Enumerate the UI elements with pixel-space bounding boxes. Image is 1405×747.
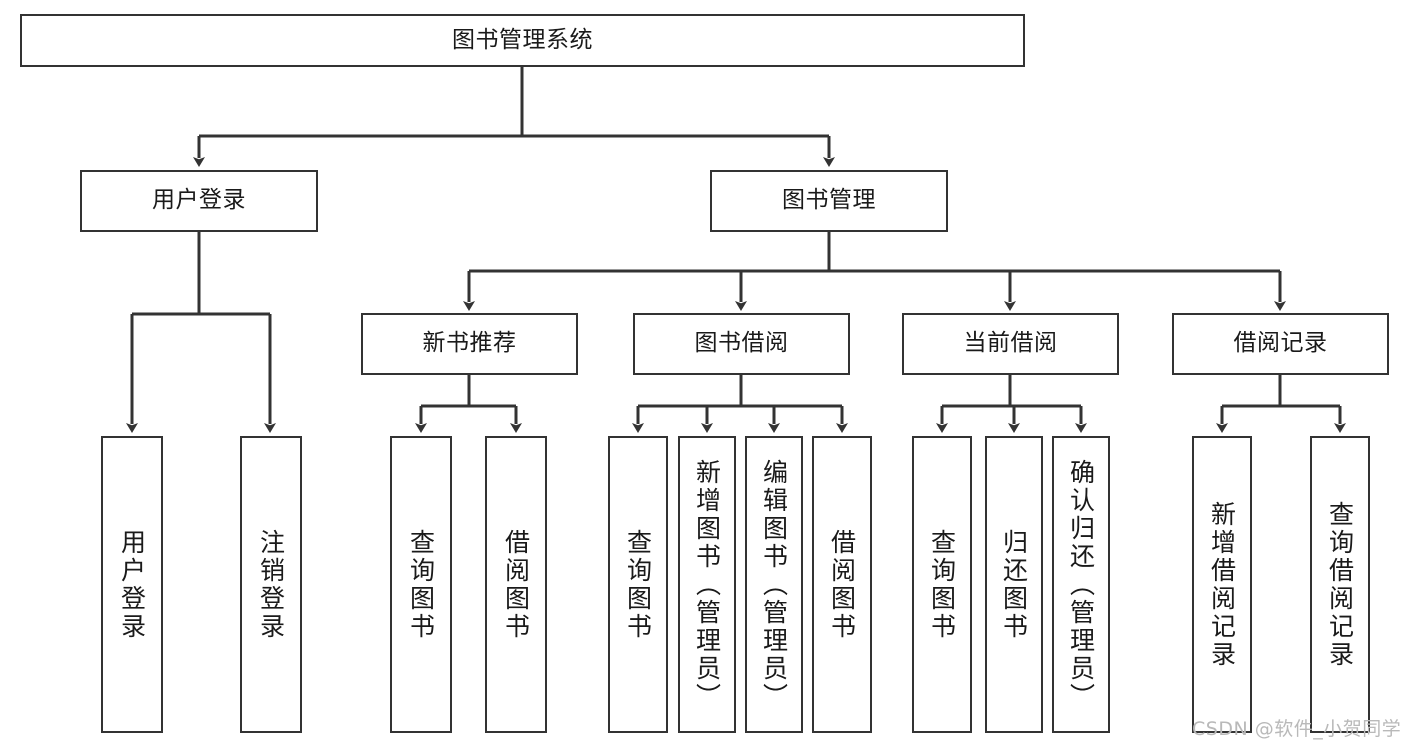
node-leaf-query-book-2-label: 查询图书 <box>623 528 653 641</box>
node-leaf-query-book-3[interactable]: 查询图书 <box>912 436 972 733</box>
node-leaf-edit-book-label: 编辑图书（管理员） <box>759 458 789 711</box>
csdn-watermark: CSDN @软件_小贺同学 <box>1192 718 1402 740</box>
node-user-login[interactable]: 用户登录 <box>80 170 318 232</box>
node-leaf-borrow-book-1[interactable]: 借阅图书 <box>485 436 547 733</box>
node-root[interactable]: 图书管理系统 <box>20 14 1025 67</box>
node-borrow-record-label: 借阅记录 <box>1233 330 1328 357</box>
node-new-book-recommend-label: 新书推荐 <box>422 330 517 357</box>
node-book-borrow[interactable]: 图书借阅 <box>633 313 850 375</box>
node-leaf-query-book-1-label: 查询图书 <box>406 528 436 641</box>
node-book-borrow-label: 图书借阅 <box>694 330 789 357</box>
node-leaf-user-logout[interactable]: 注销登录 <box>240 436 302 733</box>
node-leaf-add-record-label: 新增借阅记录 <box>1207 500 1237 669</box>
node-leaf-confirm-return-label: 确认归还（管理员） <box>1066 458 1096 711</box>
node-user-login-label: 用户登录 <box>152 187 246 214</box>
node-leaf-edit-book[interactable]: 编辑图书（管理员） <box>745 436 803 733</box>
node-current-borrow-label: 当前借阅 <box>963 330 1058 357</box>
node-leaf-add-book[interactable]: 新增图书（管理员） <box>678 436 736 733</box>
node-leaf-return-book[interactable]: 归还图书 <box>985 436 1043 733</box>
node-leaf-borrow-book-2-label: 借阅图书 <box>827 528 857 641</box>
node-leaf-confirm-return[interactable]: 确认归还（管理员） <box>1052 436 1110 733</box>
node-leaf-borrow-book-2[interactable]: 借阅图书 <box>812 436 872 733</box>
node-leaf-user-logout-label: 注销登录 <box>256 528 286 641</box>
node-new-book-recommend[interactable]: 新书推荐 <box>361 313 578 375</box>
node-leaf-user-login[interactable]: 用户登录 <box>101 436 163 733</box>
node-leaf-query-record-label: 查询借阅记录 <box>1325 500 1355 669</box>
node-leaf-add-record[interactable]: 新增借阅记录 <box>1192 436 1252 733</box>
node-leaf-user-login-label: 用户登录 <box>117 528 147 641</box>
node-borrow-record[interactable]: 借阅记录 <box>1172 313 1389 375</box>
node-leaf-borrow-book-1-label: 借阅图书 <box>501 528 531 641</box>
node-leaf-add-book-label: 新增图书（管理员） <box>692 458 722 711</box>
node-leaf-query-book-1[interactable]: 查询图书 <box>390 436 452 733</box>
node-root-label: 图书管理系统 <box>452 26 593 53</box>
node-book-manage-label: 图书管理 <box>782 187 876 214</box>
node-leaf-return-book-label: 归还图书 <box>999 528 1029 641</box>
node-current-borrow[interactable]: 当前借阅 <box>902 313 1119 375</box>
node-book-manage[interactable]: 图书管理 <box>710 170 948 232</box>
node-leaf-query-book-2[interactable]: 查询图书 <box>608 436 668 733</box>
node-leaf-query-book-3-label: 查询图书 <box>927 528 957 641</box>
node-leaf-query-record[interactable]: 查询借阅记录 <box>1310 436 1370 733</box>
